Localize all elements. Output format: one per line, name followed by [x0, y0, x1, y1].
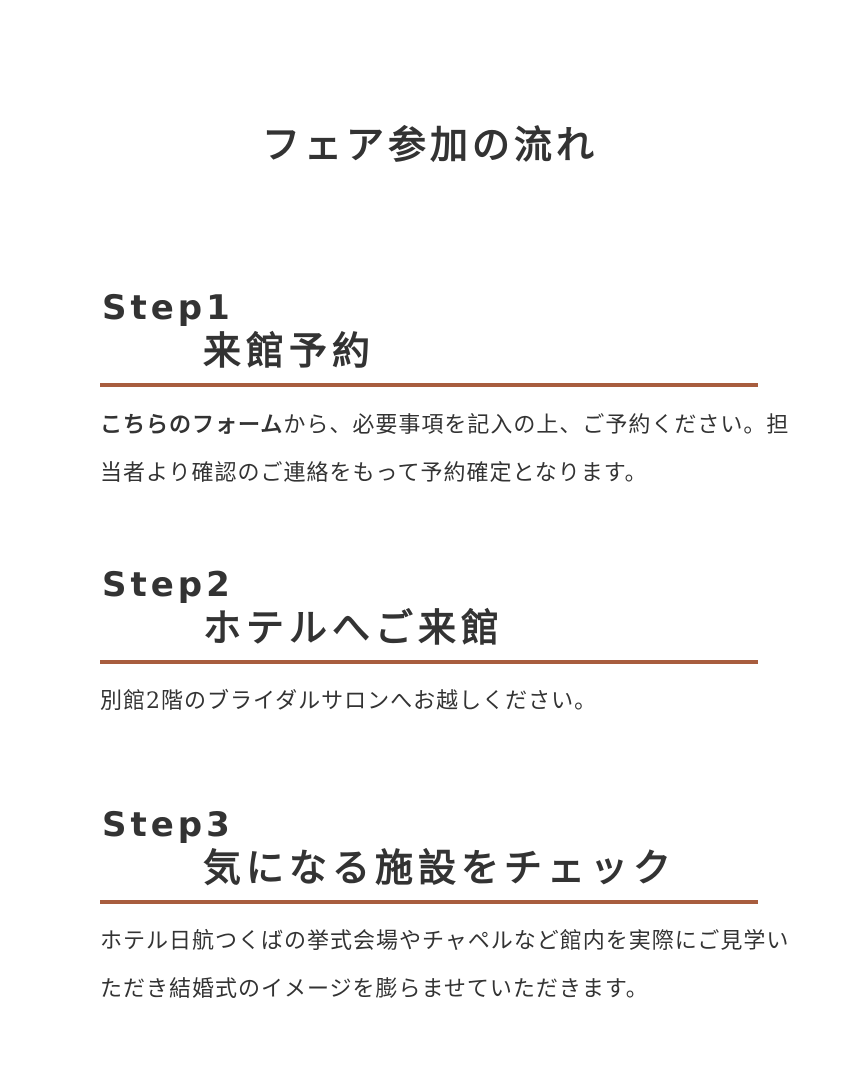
- step-1-description-text: から、必要事項を記入の上、ご予約ください。担当者より確認のご連絡をもって予約確定…: [100, 413, 790, 486]
- step-2-divider: [100, 660, 758, 664]
- page-title: フェア参加の流れ: [261, 122, 598, 167]
- step-1-description: こちらのフォームから、必要事項を記入の上、ご予約ください。担当者より確認のご連絡…: [100, 401, 805, 498]
- step-1-divider: [100, 383, 758, 387]
- step-3-section: Step3 気になる施設をチェック ホテル日航つくばの挙式会場やチャペルなど館内…: [100, 805, 805, 1014]
- step-2-heading: ホテルへご来館: [203, 605, 505, 650]
- step-2-description: 別館2階のブライダルサロンへお越しください。: [100, 689, 598, 714]
- step-2-label: Step2: [102, 565, 234, 605]
- step-3-label: Step3: [102, 805, 234, 845]
- step-1-label: Step1: [102, 288, 234, 328]
- reservation-form-link[interactable]: こちらのフォーム: [100, 412, 284, 438]
- step-2-section: Step2 ホテルへご来館 別館2階のブライダルサロンへお越しください。: [100, 565, 805, 726]
- step-3-divider: [100, 900, 758, 904]
- step-1-heading: 来館予約: [203, 328, 376, 373]
- step-1-section: Step1 来館予約 こちらのフォームから、必要事項を記入の上、ご予約ください。…: [100, 288, 805, 498]
- step-3-heading: 気になる施設をチェック: [203, 845, 677, 890]
- step-3-description: ホテル日航つくばの挙式会場やチャペルなど館内を実際にご見学いただき結婚式のイメー…: [100, 929, 790, 1002]
